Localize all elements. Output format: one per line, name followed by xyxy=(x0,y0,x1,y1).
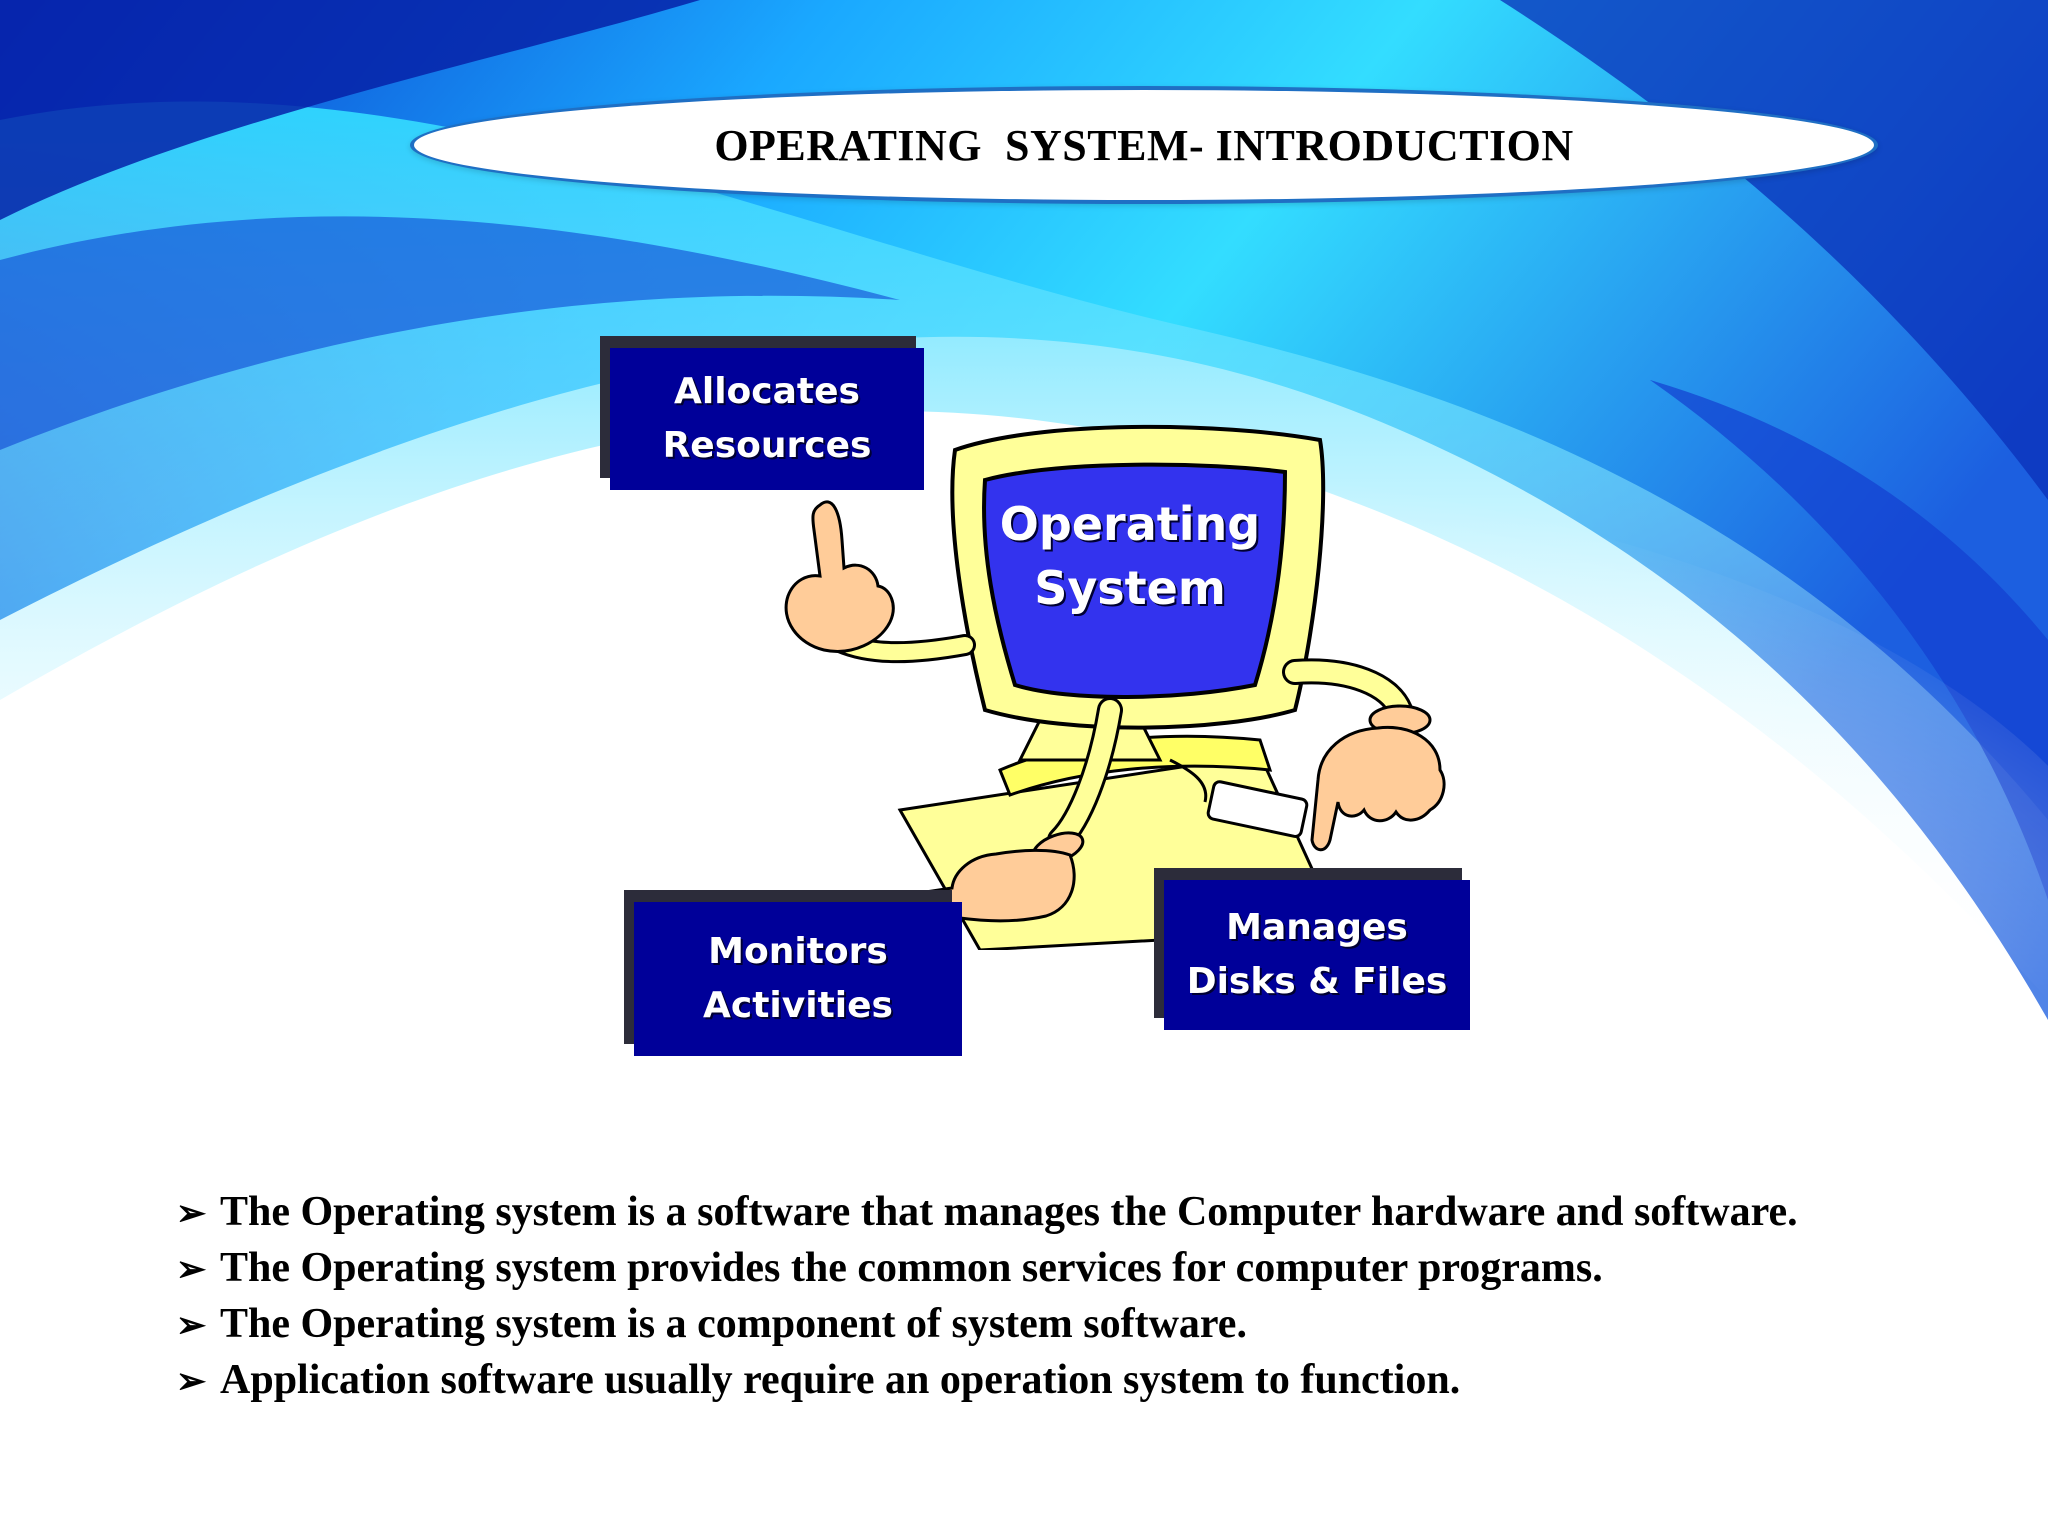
operating-system-label: Operating System xyxy=(995,492,1265,620)
allocates-box-line2: Resources xyxy=(662,425,872,466)
bullet-item: ➢ The Operating system is a software tha… xyxy=(176,1185,1996,1241)
allocates-resources-box: Allocates Resources xyxy=(610,348,924,490)
bullet-text: Application software usually require an … xyxy=(220,1357,1461,1403)
bullet-list: ➢ The Operating system is a software tha… xyxy=(176,1185,1996,1409)
manages-box-line2: Disks & Files xyxy=(1186,961,1448,1002)
monitors-box-line2: Activities xyxy=(703,985,893,1026)
arrow-bullet-icon: ➢ xyxy=(176,1193,207,1233)
bullet-text: The Operating system provides the common… xyxy=(220,1245,1603,1291)
monitors-box-line1: Monitors xyxy=(708,931,888,972)
bullet-item: ➢ The Operating system is a component of… xyxy=(176,1297,1996,1353)
allocates-box-line1: Allocates xyxy=(674,371,860,412)
slide-title: OPERATING SYSTEM- INTRODUCTION xyxy=(714,120,1574,170)
manages-disks-files-box: Manages Disks & Files xyxy=(1164,880,1470,1030)
arrow-bullet-icon: ➢ xyxy=(176,1305,207,1345)
operating-system-label-line2: System xyxy=(1034,561,1226,615)
manages-box-line1: Manages xyxy=(1226,907,1408,948)
monitors-activities-box: Monitors Activities xyxy=(634,902,962,1056)
bullet-text: The Operating system is a software that … xyxy=(220,1189,1798,1235)
bullet-item: ➢ Application software usually require a… xyxy=(176,1353,1996,1409)
title-banner: OPERATING SYSTEM- INTRODUCTION xyxy=(410,86,1878,204)
operating-system-label-line1: Operating xyxy=(999,497,1261,551)
arrow-bullet-icon: ➢ xyxy=(176,1249,207,1289)
bullet-item: ➢ The Operating system provides the comm… xyxy=(176,1241,1996,1297)
bullet-text: The Operating system is a component of s… xyxy=(220,1301,1247,1347)
computer-character-illustration xyxy=(784,424,1446,950)
arrow-bullet-icon: ➢ xyxy=(176,1361,207,1401)
